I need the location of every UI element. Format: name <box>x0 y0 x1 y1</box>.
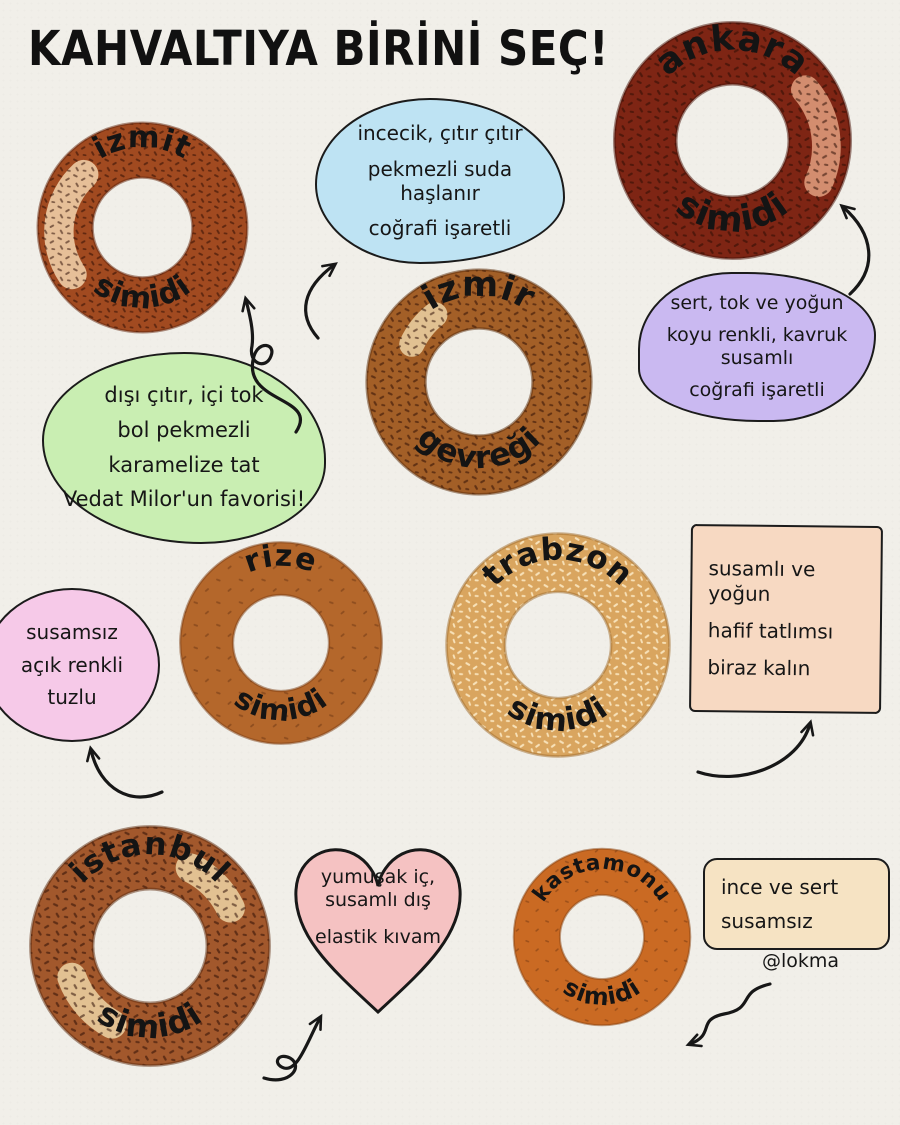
note-line: yumuşak iç, susamlı dış <box>320 866 436 911</box>
note-line: sert, tok ve yoğun <box>670 291 844 314</box>
note-line: elastik kıvam <box>315 925 441 948</box>
simit-izmit-drawing: izmit simidi <box>36 120 249 334</box>
note-line: coğrafi işaretli <box>368 216 512 241</box>
kastamonu-notes-bubble: ince ve sert susamsız <box>703 858 890 950</box>
note-line: pekmezli suda haşlanır <box>367 156 513 205</box>
arrow-izmir-simit-to-note <box>304 262 338 340</box>
simit-izmir: izmir gevreği <box>353 256 605 508</box>
note-line: tuzlu <box>47 685 97 710</box>
note-line: susamlı ve yoğun <box>708 556 816 606</box>
simit-istanbul-drawing: istanbul simidi <box>29 825 271 1067</box>
arrow-kastamonu-note-to-simit <box>685 982 772 1048</box>
simit-trabzon-drawing: trabzon simidi <box>445 531 671 758</box>
note-line: koyu renkli, kavruk susamlı <box>666 323 848 369</box>
page-title: KAHVALTIYA BİRİNİ SEÇ! <box>28 20 609 77</box>
simit-rize-name: rize <box>240 539 321 581</box>
izmir-notes-bubble: incecik, çıtır çıtır pekmezli suda haşla… <box>315 98 565 264</box>
simit-rize: rize simidi <box>168 530 394 756</box>
note-line: bol pekmezli <box>117 417 251 442</box>
simit-izmir-drawing: izmir gevreği <box>365 265 593 496</box>
credit-handle: @lokma <box>762 950 840 972</box>
note-line: hafif tatlımsı <box>707 618 834 644</box>
simit-rize-drawing: rize simidi <box>179 539 383 745</box>
simit-trabzon: trabzon simidi <box>433 520 683 770</box>
rize-notes-bubble: susamsız açık renkli tuzlu <box>0 588 160 742</box>
istanbul-notes-text: yumuşak iç, susamlı dış elastik kıvam <box>283 820 473 1026</box>
simit-kastamonu-drawing: kastamonu simidi <box>512 847 692 1027</box>
note-line: incecik, çıtır çıtır <box>357 121 523 146</box>
simit-izmit: izmit simidi <box>25 110 260 345</box>
simit-kastamonu: kastamonu simidi <box>503 838 701 1036</box>
heart-icon <box>294 848 462 1015</box>
simit-ankara-drawing: ankara simidi <box>612 17 853 261</box>
izmit-notes-bubble: dışı çıtır, içi tok bol pekmezli karamel… <box>42 352 326 544</box>
note-line: ince ve sert <box>721 875 839 900</box>
note-line: dışı çıtır, içi tok <box>104 383 264 408</box>
istanbul-notes-heart: yumuşak iç, susamlı dış elastik kıvam <box>283 820 473 1026</box>
simit-istanbul: istanbul simidi <box>16 812 284 1080</box>
svg-text:rize: rize <box>240 539 322 581</box>
note-line: Vedat Milor'un favorisi! <box>62 487 306 512</box>
note-line: biraz kalın <box>707 655 811 681</box>
note-line: susamsız <box>721 908 813 933</box>
trabzon-notes-bubble: susamlı ve yoğun hafif tatlımsı biraz ka… <box>689 523 883 715</box>
note-line: susamsız <box>26 620 118 645</box>
note-line: coğrafi işaretli <box>689 379 825 402</box>
arrow-trabzon-simit-to-note <box>696 719 815 779</box>
note-line: açık renkli <box>20 652 124 677</box>
arrow-rize-simit-to-note <box>86 745 164 799</box>
ankara-notes-bubble: sert, tok ve yoğun koyu renkli, kavruk s… <box>638 272 876 422</box>
note-line: karamelize tat <box>108 452 260 477</box>
simit-ankara: ankara simidi <box>600 8 865 273</box>
